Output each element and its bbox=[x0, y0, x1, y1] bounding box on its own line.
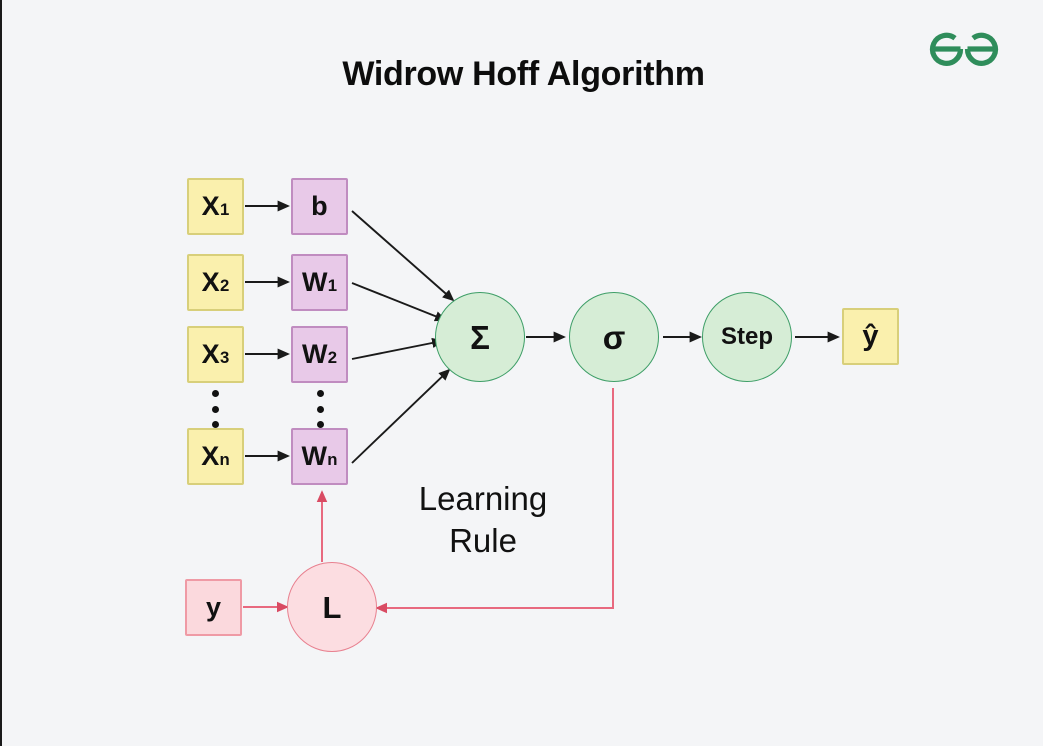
page-title: Widrow Hoff Algorithm bbox=[342, 55, 705, 93]
weight-label: W bbox=[301, 267, 328, 297]
weight-column-ellipsis bbox=[315, 390, 325, 428]
predicted-output-box[interactable]: ŷ bbox=[842, 308, 899, 365]
edge-wn-to-sigma bbox=[351, 368, 451, 464]
input-subscript: 1 bbox=[220, 199, 230, 219]
learning-rule-line-1: Learning bbox=[418, 480, 548, 517]
dot bbox=[211, 405, 219, 413]
dot bbox=[316, 390, 324, 397]
edge-w1-to-sigma bbox=[351, 282, 447, 322]
weight-subscript: 1 bbox=[327, 275, 338, 295]
weight-label: W bbox=[301, 441, 327, 471]
summation-node[interactable]: Σ bbox=[435, 292, 525, 382]
predicted-output-label: ŷ bbox=[862, 320, 879, 352]
weight-label: W bbox=[301, 339, 328, 369]
learning-rule-label: Learning Rule bbox=[388, 478, 578, 561]
activation-node[interactable]: σ bbox=[569, 292, 659, 382]
weight-subscript: n bbox=[327, 449, 338, 469]
step-label: Step bbox=[720, 323, 773, 350]
input-column-ellipsis bbox=[210, 390, 220, 428]
learning-rule-line-2: Rule bbox=[449, 521, 517, 559]
input-subscript: n bbox=[219, 449, 230, 469]
input-label: X bbox=[201, 191, 220, 221]
weight-label: b bbox=[311, 191, 328, 221]
loss-label: L bbox=[322, 589, 342, 625]
edge-w2-to-sigma bbox=[351, 337, 444, 360]
input-label: X bbox=[201, 441, 220, 471]
input-subscript: 2 bbox=[220, 275, 230, 295]
dot bbox=[211, 421, 219, 428]
weight-subscript: 2 bbox=[327, 347, 338, 367]
dot bbox=[211, 390, 219, 397]
target-output-box[interactable]: y bbox=[185, 579, 242, 636]
input-subscript: 3 bbox=[220, 347, 230, 367]
edge-b-to-sigma bbox=[351, 210, 455, 302]
input-label: X bbox=[201, 339, 220, 369]
loss-node[interactable]: L bbox=[287, 562, 377, 652]
target-output-label: y bbox=[205, 592, 222, 622]
geeksforgeeks-logo bbox=[924, 28, 1004, 70]
weight-box-bias[interactable]: b bbox=[291, 178, 348, 235]
dot bbox=[316, 421, 324, 428]
step-function-node[interactable]: Step bbox=[702, 292, 792, 382]
summation-label: Σ bbox=[470, 318, 490, 356]
activation-label: σ bbox=[602, 318, 626, 356]
input-label: X bbox=[201, 267, 220, 297]
dot bbox=[316, 405, 324, 413]
